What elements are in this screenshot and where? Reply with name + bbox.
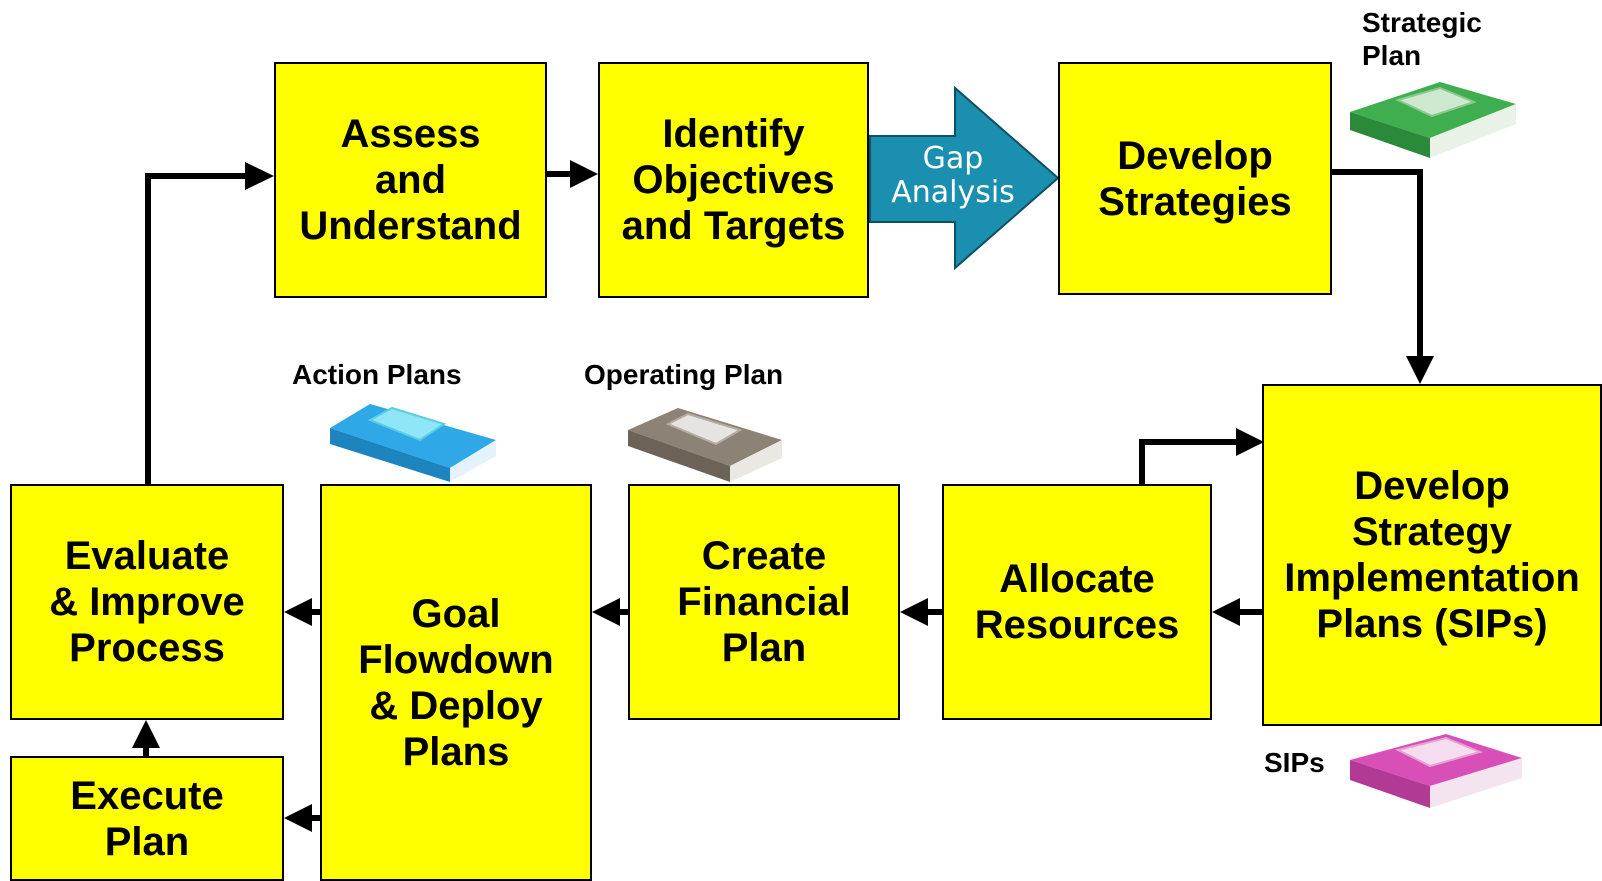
arrowhead-into-identify (570, 160, 598, 188)
develop-strategies-box[interactable]: Develop Strategies (1058, 62, 1332, 295)
assess-understand-box[interactable]: Assess and Understand (274, 62, 547, 298)
develop-sips-box[interactable]: Develop Strategy Implementation Plans (S… (1262, 384, 1602, 726)
goal-flowdown-box[interactable]: Goal Flowdown & Deploy Plans (320, 484, 592, 881)
arrowhead-into-allocate (1212, 598, 1240, 626)
book-icon-strategic (1350, 82, 1516, 158)
arrowhead-into-goal (592, 598, 620, 626)
arrowhead-into-assess (245, 162, 274, 190)
evaluate-improve-box[interactable]: Evaluate & Improve Process (10, 484, 284, 720)
arrowhead-into-financial (900, 598, 928, 626)
book-icon-action (330, 404, 496, 482)
arrowhead-into-evaluate-bottom (132, 720, 160, 748)
arrowhead-into-execute (284, 804, 312, 832)
identify-objectives-box[interactable]: Identify Objectives and Targets (598, 62, 869, 298)
strategic-plan-label: Strategic Plan (1362, 7, 1482, 71)
connector-evaluate-to-assess (145, 173, 255, 484)
arrowhead-into-sips (1406, 356, 1434, 384)
connector-allocate-to-sips (1139, 439, 1240, 484)
arrowhead-into-evaluate (284, 598, 312, 626)
execute-plan-box[interactable]: Execute Plan (10, 756, 284, 881)
allocate-resources-box[interactable]: Allocate Resources (942, 484, 1212, 720)
create-financial-plan-box[interactable]: Create Financial Plan (628, 484, 900, 720)
book-icon-operating (628, 408, 782, 482)
arrowhead-into-sips-side (1236, 428, 1264, 456)
operating-plan-label: Operating Plan (584, 359, 784, 390)
gap-analysis-label: Gap Analysis (891, 141, 1015, 210)
book-icon-sips (1350, 734, 1522, 808)
action-plans-label: Action Plans (292, 359, 462, 390)
gap-analysis-arrow (869, 85, 1060, 271)
connector-strategies-to-sips (1332, 169, 1423, 360)
sips-label: SIPs (1264, 747, 1325, 778)
